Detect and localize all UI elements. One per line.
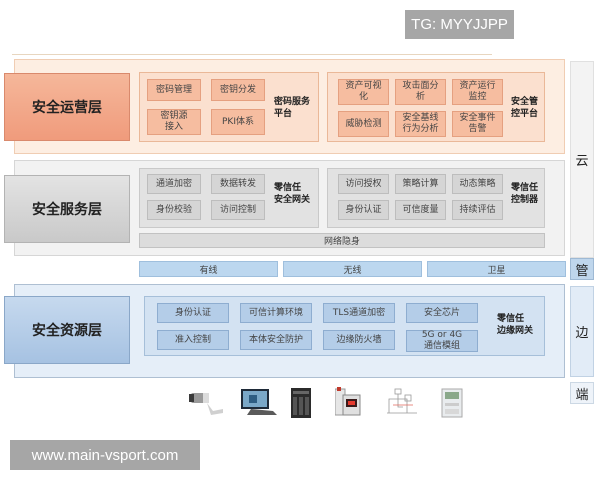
- security-control-platform: 资产可视 化 攻击面分 析 资产运行 监控 威胁检测 安全基线 行为分析 安全事…: [327, 72, 545, 142]
- cell-security-event-alert: 安全事件 告警: [452, 111, 503, 137]
- link-satellite: 卫星: [427, 261, 566, 277]
- cell-policy-computation: 策略计算: [395, 174, 446, 194]
- cell-admission-control: 准入控制: [157, 330, 229, 350]
- side-label-endpoint: 端: [570, 382, 594, 404]
- cell-data-forwarding: 数据转发: [211, 174, 265, 194]
- crypto-service-platform: 密码管理 密钥分发 密钥源 接入 PKI体系 密码服务 平台: [139, 72, 319, 142]
- cell-continuous-assessment: 持续评估: [452, 200, 503, 220]
- desktop-computer-icon: [241, 389, 277, 415]
- cell-edge-firewall: 边缘防火墙: [323, 330, 395, 350]
- cell-asset-runtime-monitoring: 资产运行 监控: [452, 79, 503, 105]
- cell-tls-channel-encryption: TLS通道加密: [323, 303, 395, 323]
- cell-asset-visualization: 资产可视 化: [338, 79, 389, 105]
- watermark-bottom: www.main-vsport.com: [10, 440, 200, 470]
- layer-title-service: 安全服务层: [4, 175, 130, 243]
- cell-trust-measurement: 可信度量: [395, 200, 446, 220]
- cell-crypto-management: 密码管理: [147, 79, 201, 101]
- watermark-top: TG: MYYJJPP: [405, 10, 514, 39]
- camera-icon: [189, 393, 223, 415]
- cell-access-control: 访问控制: [211, 200, 265, 220]
- group-label-crypto-platform: 密码服务 平台: [274, 97, 311, 119]
- network-stealth-bar: 网络隐身: [139, 233, 545, 248]
- group-label-zt-controller: 零信任 控制器: [511, 183, 539, 205]
- cell-identity-auth: 身份认证: [157, 303, 229, 323]
- zero-trust-controller: 访问授权 策略计算 动态策略 身份认证 可信度量 持续评估 零信任 控制器: [327, 168, 545, 228]
- top-divider: [12, 54, 492, 55]
- link-wired: 有线: [139, 261, 278, 277]
- side-label-pipe: 管: [570, 258, 594, 280]
- layer-title-operations: 安全运营层: [4, 73, 130, 141]
- link-wireless: 无线: [283, 261, 422, 277]
- cell-attack-surface-analysis: 攻击面分 析: [395, 79, 446, 105]
- cell-security-chip: 安全芯片: [406, 303, 478, 323]
- layer-title-resource: 安全资源层: [4, 296, 130, 364]
- cell-identity-verification: 身份校验: [147, 200, 201, 220]
- group-label-control-platform: 安全管 控平台: [511, 97, 539, 119]
- zero-trust-edge-gateway: 身份认证 可信计算环境 TLS通道加密 安全芯片 准入控制 本体安全防护 边缘防…: [144, 296, 545, 356]
- cell-access-authorization: 访问授权: [338, 174, 389, 194]
- zero-trust-gateway: 通道加密 数据转发 身份校验 访问控制 零信任 安全网关: [139, 168, 319, 228]
- cell-key-source-access: 密钥源 接入: [147, 109, 201, 135]
- electric-meter-icon: [441, 388, 463, 418]
- side-label-edge: 边: [570, 286, 594, 377]
- cell-identity-authentication: 身份认证: [338, 200, 389, 220]
- cell-self-protection: 本体安全防护: [240, 330, 312, 350]
- cell-5g-4g-module: 5G or 4G 通信模组: [406, 330, 478, 352]
- server-icon: [291, 388, 311, 418]
- cell-pki-system: PKI体系: [211, 109, 265, 135]
- cell-key-distribution: 密钥分发: [211, 79, 265, 101]
- group-label-zt-gateway: 零信任 安全网关: [274, 183, 311, 205]
- cell-dynamic-policy: 动态策略: [452, 174, 503, 194]
- cell-threat-detection: 威胁检测: [338, 111, 389, 137]
- cell-trusted-computing-env: 可信计算环境: [240, 303, 312, 323]
- cell-channel-encryption: 通道加密: [147, 174, 201, 194]
- cell-baseline-behavior-analysis: 安全基线 行为分析: [395, 111, 446, 137]
- power-meter-icon: [335, 387, 361, 416]
- group-label-edge-gateway: 零信任 边缘网关: [497, 314, 534, 336]
- circuit-diagram-icon: [387, 388, 417, 414]
- side-label-cloud: 云: [570, 61, 594, 258]
